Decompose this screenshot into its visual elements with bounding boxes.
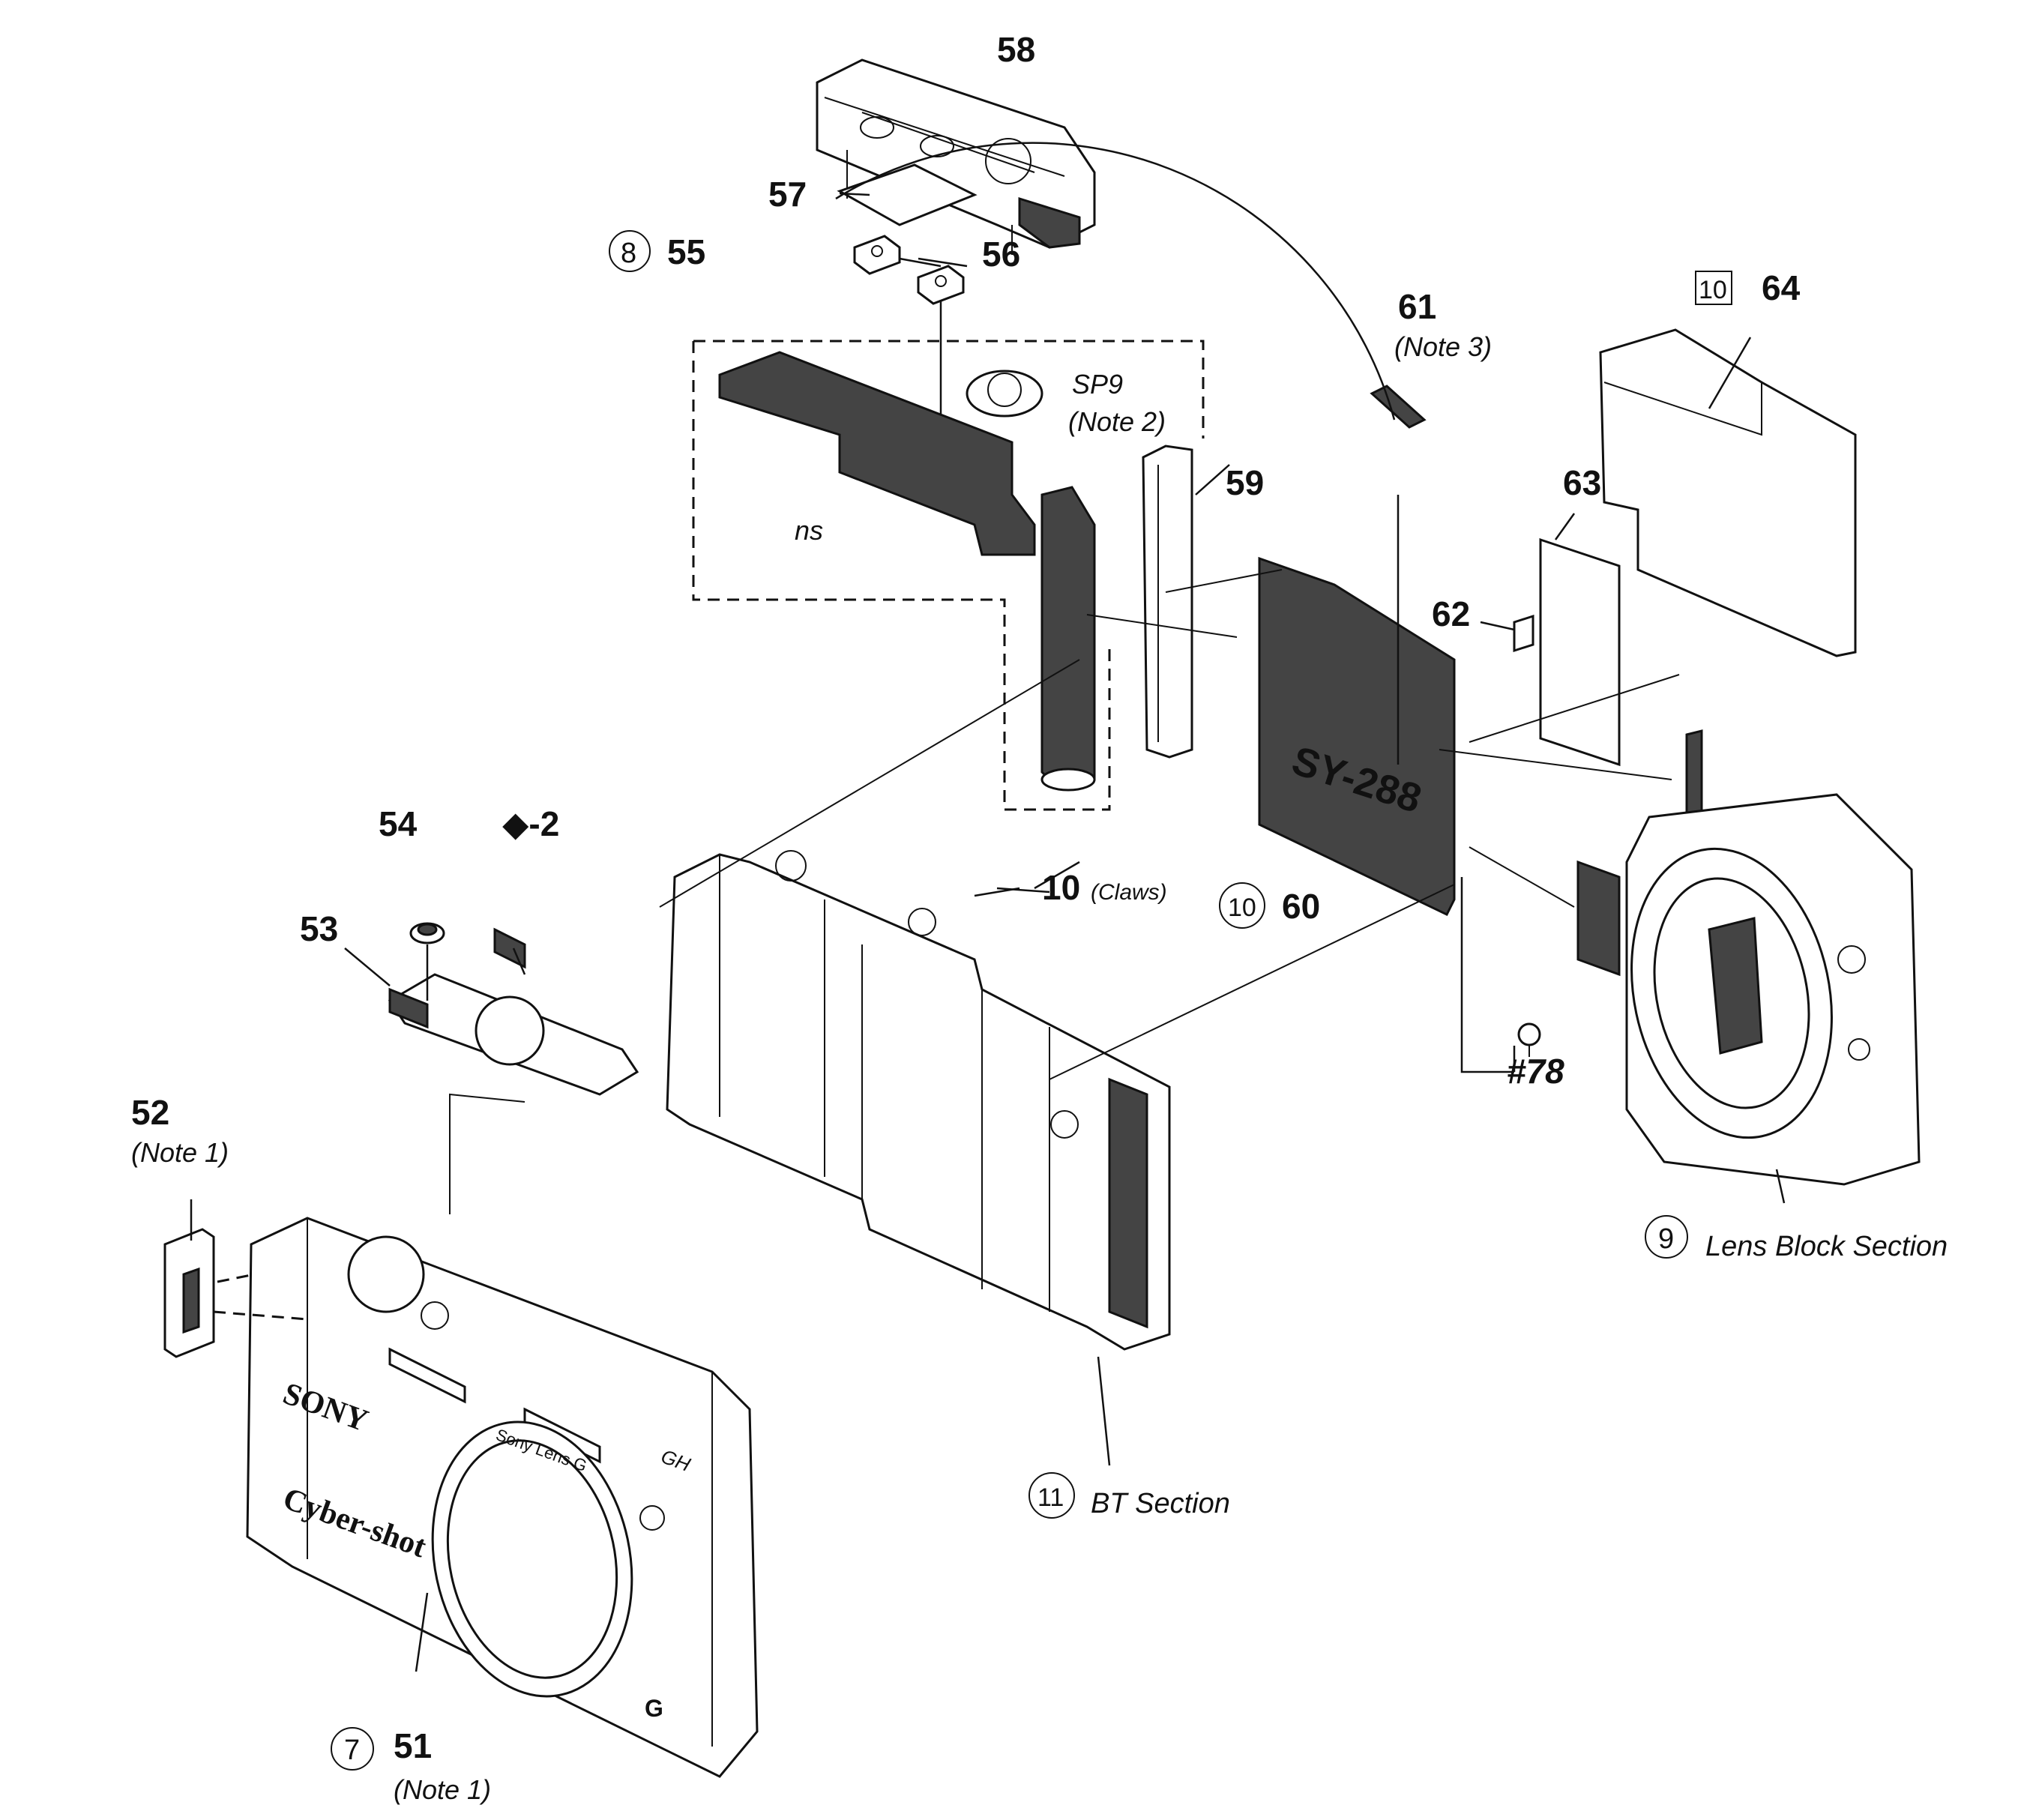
marker-8: 8 xyxy=(621,238,636,269)
callout-64: 64 xyxy=(1762,268,1801,307)
callout-59: 59 xyxy=(1226,463,1264,502)
section-labels: Lens Block Section BT Section xyxy=(1091,1231,1948,1519)
callout-51: 51 xyxy=(394,1726,432,1765)
lens-block xyxy=(1576,729,1921,1186)
part-54-button xyxy=(409,922,445,1001)
part-64-shield xyxy=(1599,328,1857,657)
part-52-plate xyxy=(163,1228,215,1358)
callout-60: 60 xyxy=(1282,887,1320,926)
callout-58: 58 xyxy=(997,30,1035,69)
callout-numbers: 58 57 56 55 61 64 59 63 62 54 ◆-2 53 10 … xyxy=(131,30,1801,1765)
screw-78 xyxy=(1517,1022,1541,1057)
note-51: (Note 1) xyxy=(394,1774,491,1805)
part-53-top-block xyxy=(388,927,639,1096)
callout-57: 57 xyxy=(768,175,807,214)
label-ns: ns xyxy=(795,515,823,546)
marker-10-box xyxy=(1695,271,1732,305)
note-61: (Note 3) xyxy=(1394,331,1492,362)
callout-62: 62 xyxy=(1432,594,1470,633)
marker-9: 9 xyxy=(1658,1223,1674,1255)
callout-54: 54 xyxy=(379,804,418,843)
part-57-sheet xyxy=(837,163,978,226)
main-frame xyxy=(666,850,1171,1351)
part-59-strip xyxy=(1142,445,1193,759)
marker-9-circle xyxy=(1645,1215,1688,1259)
callout-diamond-2: ◆-2 xyxy=(502,804,559,843)
notes: (Note 3) SP9 (Note 2) ns (Claws) (Note 1… xyxy=(131,331,1492,1805)
part-58-top-cover xyxy=(816,58,1096,255)
part-63-sheet xyxy=(1539,537,1621,767)
section-markers: 8 10 10 9 11 7 xyxy=(331,230,1732,1771)
part-55-assembly xyxy=(692,340,1205,811)
callout-55: 55 xyxy=(667,232,705,271)
part-61-connector xyxy=(1370,385,1427,429)
marker-8-circle xyxy=(609,230,651,272)
marker-10-circle xyxy=(1219,882,1265,929)
leader-lines xyxy=(190,142,1786,1672)
marker-10-boxed: 10 xyxy=(1699,276,1727,304)
label-claws: (Claws) xyxy=(1091,880,1167,905)
note-52: (Note 1) xyxy=(131,1137,229,1168)
marker-10-circled: 10 xyxy=(1228,894,1256,922)
part-56-pads xyxy=(853,235,965,465)
callout-78: #78 xyxy=(1507,1052,1564,1091)
callout-56: 56 xyxy=(982,235,1020,274)
marker-11-circle xyxy=(1028,1472,1075,1519)
note-sp9: (Note 2) xyxy=(1068,406,1166,437)
marker-7-circle xyxy=(331,1727,374,1771)
callout-52: 52 xyxy=(131,1093,169,1132)
label-sp9: SP9 xyxy=(1072,369,1123,400)
callout-61: 61 xyxy=(1398,287,1436,326)
marker-11: 11 xyxy=(1037,1483,1064,1512)
section-lens-block: Lens Block Section xyxy=(1705,1231,1948,1262)
callout-63: 63 xyxy=(1563,463,1601,502)
section-bt: BT Section xyxy=(1091,1488,1230,1519)
marker-7: 7 xyxy=(344,1735,360,1766)
brand-g: G xyxy=(645,1695,663,1722)
callout-53: 53 xyxy=(300,909,338,948)
part-51-front-cover: SONY Cyber-shot Sony Lens G GH G xyxy=(246,1217,759,1778)
callout-10-claws: 10 xyxy=(1042,868,1080,907)
part-60-main-board: SY-288 xyxy=(1258,495,1456,916)
part-62-small-part xyxy=(1513,614,1534,653)
